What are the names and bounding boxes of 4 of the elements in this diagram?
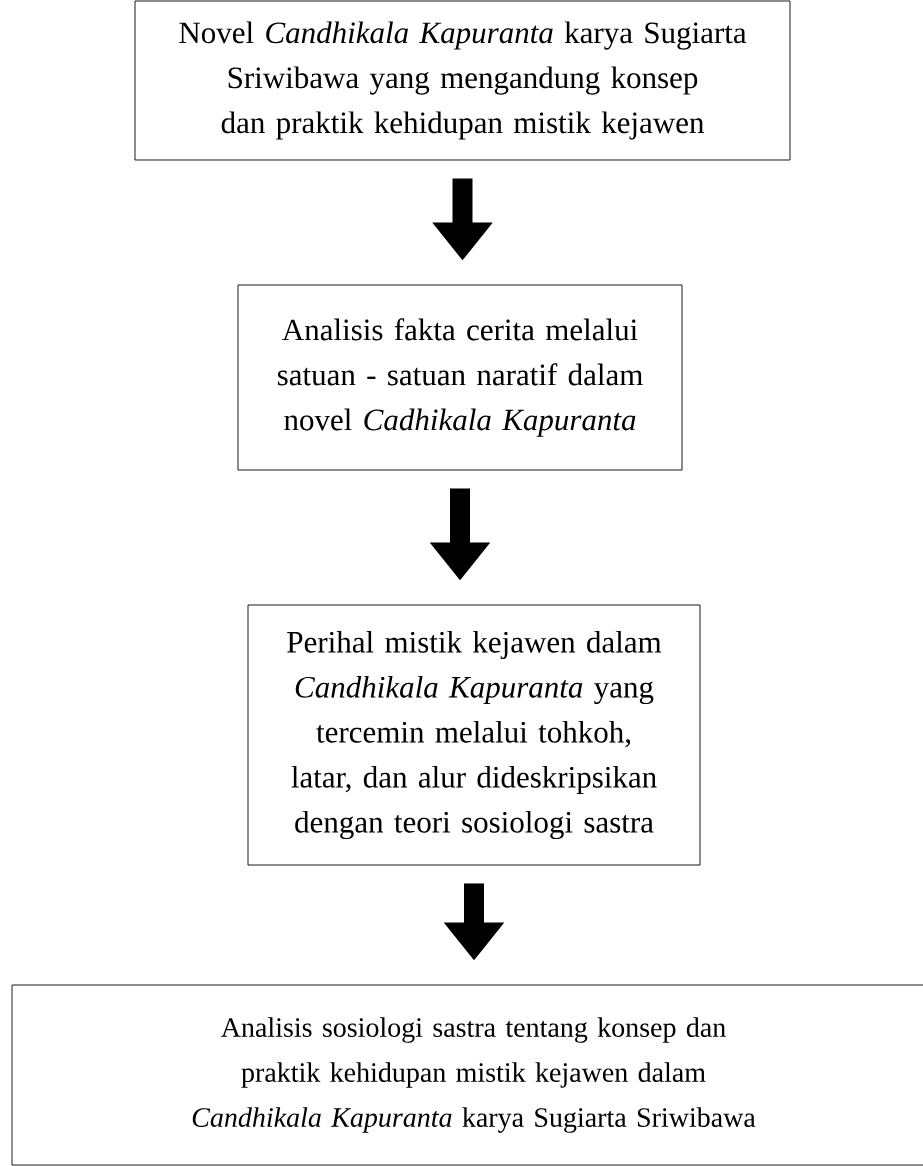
process-box: Analisis fakta cerita melalui satuan - satuan naratif dalam novel Cadhikala Kapuranta (237, 284, 683, 471)
process-box: Perihal mistik kejawen dalam Candhikala Kapuranta yang tercemin melalui tohkoh, latar, dan alur dideskripsikan dengan teori sosiologi sastra (247, 604, 701, 866)
process-box: Novel Candhikala Kapuranta karya Sugiarta Sriwibawa yang mengandung konsep dan praktik kehidupan mistik kejawen (134, 0, 791, 161)
process-box: Analisis sosiologi sastra tentang konsep dan praktik kehidupan mistik kejawen dalam Candhikala Kapuranta karya Sugiarta Sriwibawa (11, 984, 923, 1166)
